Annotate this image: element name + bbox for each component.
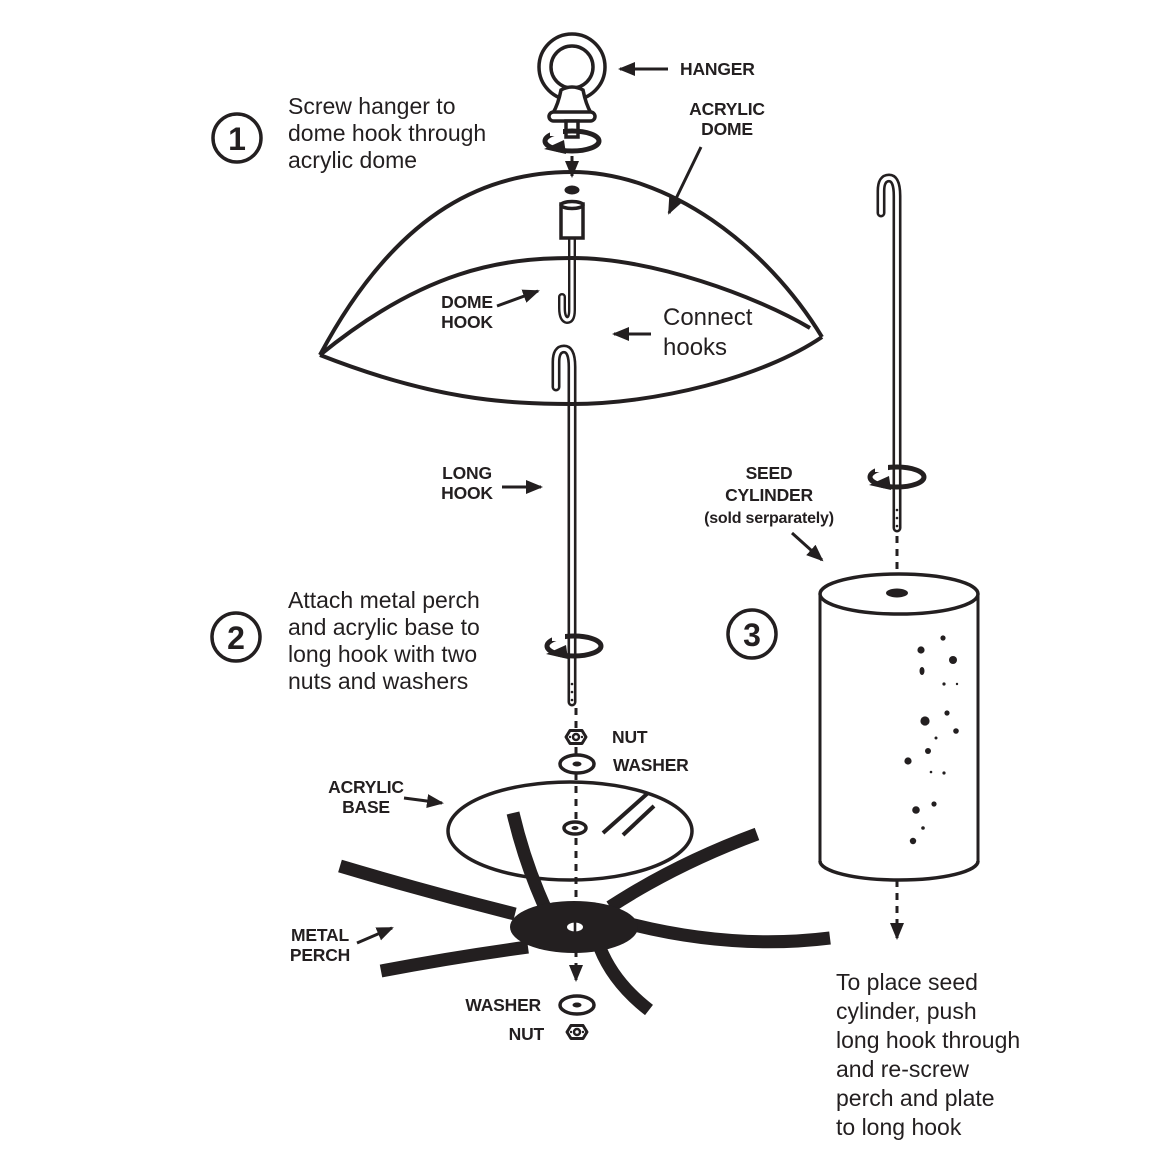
- cylinder-top-hole: [886, 588, 908, 598]
- right-long-hook-illustration: [876, 173, 902, 533]
- metal-perch-label-arrow: [356, 926, 394, 945]
- svg-text:to long hook: to long hook: [836, 1114, 962, 1140]
- step-3-number: 3: [743, 617, 761, 653]
- svg-text:hooks: hooks: [663, 334, 727, 361]
- nut-icon: [564, 729, 588, 745]
- step-1-number: 1: [228, 121, 246, 157]
- nut-lower-label: NUT: [509, 1024, 545, 1044]
- svg-text:long hook through: long hook through: [836, 1027, 1020, 1053]
- acrylic-dome-label-arrow: [667, 146, 703, 215]
- svg-text:PERCH: PERCH: [290, 945, 350, 965]
- metal-perch-label: METAL PERCH: [290, 925, 394, 965]
- svg-text:DOME: DOME: [701, 119, 753, 139]
- svg-text:acrylic dome: acrylic dome: [288, 147, 417, 173]
- washer-upper-label: WASHER: [613, 755, 689, 775]
- seed-cylinder-illustration: [818, 572, 980, 882]
- hanger-ring-inner: [549, 44, 595, 90]
- svg-text:CYLINDER: CYLINDER: [725, 485, 813, 505]
- metal-perch-illustration: [338, 811, 831, 1016]
- step-3-text: To place seed cylinder, push long hook t…: [836, 969, 1020, 1140]
- svg-text:To place seed: To place seed: [836, 969, 978, 995]
- hanger-body: [549, 85, 595, 115]
- svg-text:Connect: Connect: [663, 304, 753, 331]
- step-1-badge: 1: [211, 112, 263, 164]
- connect-hooks-note: Connect hooks: [612, 304, 753, 361]
- svg-text:and acrylic base to: and acrylic base to: [288, 614, 480, 640]
- svg-text:Attach metal perch: Attach metal perch: [288, 587, 480, 613]
- acrylic-base-illustration: [446, 780, 694, 882]
- svg-text:dome hook through: dome hook through: [288, 120, 486, 146]
- svg-text:HOOK: HOOK: [441, 483, 493, 503]
- hanger-illustration: [537, 32, 607, 139]
- svg-text:SEED: SEED: [746, 463, 793, 483]
- step-2-number: 2: [227, 620, 245, 656]
- svg-text:METAL: METAL: [291, 925, 349, 945]
- seed-cylinder-label-arrow: [790, 531, 824, 562]
- dome-apex-hole: [564, 185, 580, 195]
- washer-icon: [558, 753, 596, 775]
- seed-cylinder-label: SEED CYLINDER (sold serparately): [704, 463, 834, 562]
- washer-icon: [558, 994, 596, 1016]
- long-hook-illustration: [551, 344, 577, 707]
- svg-text:LONG: LONG: [442, 463, 492, 483]
- seed-dots: [904, 635, 959, 845]
- nut-upper-label: NUT: [612, 727, 648, 747]
- svg-text:nuts and washers: nuts and washers: [288, 668, 468, 694]
- svg-text:(sold serparately): (sold serparately): [704, 510, 834, 527]
- long-hook-label: LONG HOOK: [441, 463, 543, 503]
- dome-hook-illustration: [558, 199, 585, 324]
- svg-text:HOOK: HOOK: [441, 312, 493, 332]
- svg-text:ACRYLIC: ACRYLIC: [689, 99, 765, 119]
- hanger-label: HANGER: [618, 59, 755, 79]
- svg-text:DOME: DOME: [441, 292, 493, 312]
- svg-text:ACRYLIC: ACRYLIC: [328, 777, 404, 797]
- svg-text:HANGER: HANGER: [680, 59, 755, 79]
- nut-icon: [565, 1024, 589, 1040]
- svg-text:BASE: BASE: [342, 797, 390, 817]
- svg-text:Screw hanger to: Screw hanger to: [288, 93, 455, 119]
- rotation-arrow-icon: [544, 127, 599, 154]
- dome-hook-label: DOME HOOK: [441, 289, 540, 332]
- step-3-badge: 3: [726, 608, 778, 660]
- svg-text:and re-screw: and re-screw: [836, 1056, 969, 1082]
- step-1-text: Screw hanger to dome hook through acryli…: [288, 93, 486, 173]
- svg-text:perch and plate: perch and plate: [836, 1085, 995, 1111]
- washer-lower-label: WASHER: [465, 995, 541, 1015]
- svg-text:long hook with two: long hook with two: [288, 641, 477, 667]
- acrylic-base-label-arrow: [403, 794, 444, 808]
- svg-text:cylinder, push: cylinder, push: [836, 998, 977, 1024]
- step-2-badge: 2: [210, 611, 262, 663]
- acrylic-base-label: ACRYLIC BASE: [328, 777, 444, 817]
- step-2-text: Attach metal perch and acrylic base to l…: [288, 587, 480, 694]
- acrylic-dome-label: ACRYLIC DOME: [667, 99, 766, 215]
- dome-hook-label-arrow: [496, 289, 540, 308]
